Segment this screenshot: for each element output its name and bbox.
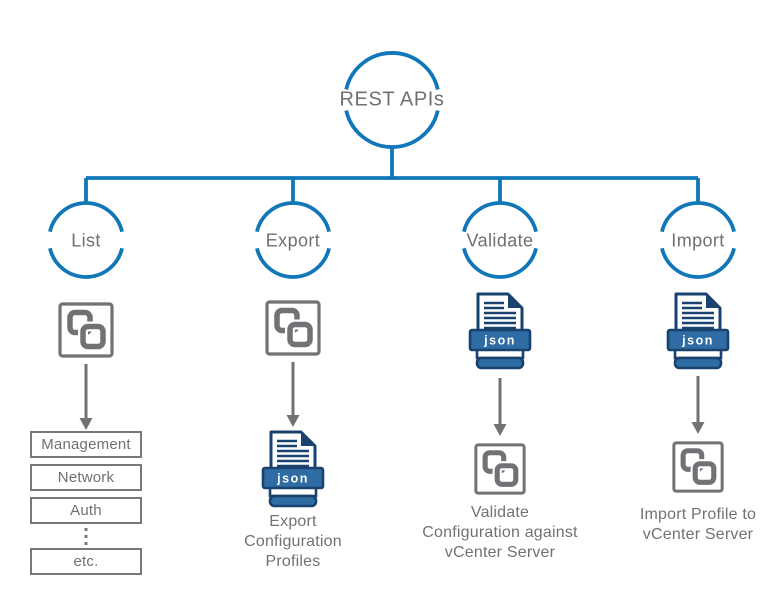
branch-label-export: Export [265, 230, 321, 251]
json-badge-text: json [276, 472, 309, 486]
root-node-label: REST APIs [339, 88, 445, 111]
configuration-profile-icon [672, 441, 724, 493]
list-circle [48, 201, 124, 233]
list-item-box: Network [30, 464, 142, 491]
list-item-box: Auth [30, 497, 142, 524]
list-item-label: Auth [70, 502, 102, 519]
list-item-label: Network [57, 469, 115, 486]
list-item-box: Management [30, 431, 142, 458]
list-item-label: Management [41, 436, 131, 453]
json-file-icon: json [666, 292, 730, 370]
branch-label-list: List [71, 230, 101, 251]
list-item-box: etc. [30, 548, 142, 575]
validate-circle [462, 201, 538, 233]
branch-label-validate: Validate [466, 230, 534, 251]
json-file-icon: json [468, 292, 532, 370]
list-item-label: etc. [73, 553, 99, 570]
json-badge-text: json [483, 334, 516, 348]
json-file-icon: json [261, 430, 325, 508]
import-caption: Import Profile to vCenter Server [639, 506, 757, 543]
export-caption: Export Configuration Profiles [244, 513, 342, 570]
configuration-profile-icon [58, 302, 114, 358]
configuration-profile-icon [474, 443, 526, 495]
branch-label-import: Import [671, 230, 725, 251]
export-circle [255, 201, 331, 233]
root-circle [344, 51, 440, 90]
json-badge-text: json [681, 334, 714, 348]
import-circle [660, 201, 736, 233]
configuration-profile-icon [265, 300, 321, 356]
validate-caption: Validate Configuration against vCenter S… [422, 504, 578, 561]
